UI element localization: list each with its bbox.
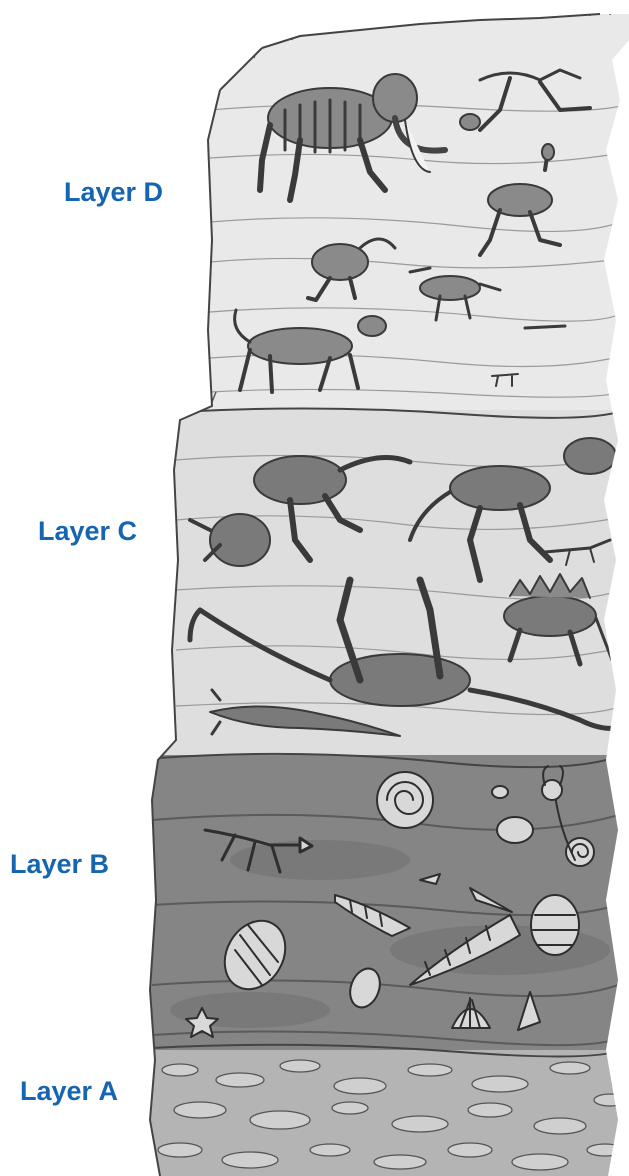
layer-c-label: Layer C [38, 518, 137, 545]
ammonite-shell [377, 772, 433, 828]
layer-d-label: Layer D [64, 179, 163, 206]
layer-b-label: Layer B [10, 851, 109, 878]
layer-a-label: Layer A [20, 1078, 118, 1105]
strata-column [150, 5, 629, 1176]
trilobite [531, 895, 579, 955]
layer-a-stratum [150, 1050, 629, 1176]
